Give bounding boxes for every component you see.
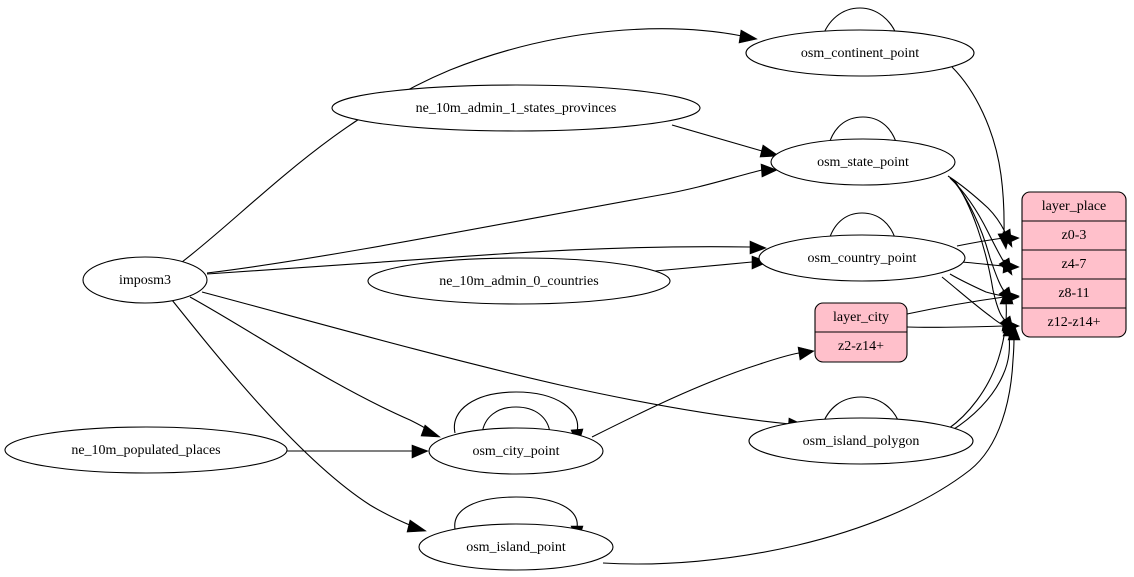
node-osm-island-point-label: osm_island_point <box>466 540 566 555</box>
table-layer-place-title: layer_place <box>1042 199 1107 214</box>
edge-osm-country-point-to-layer-place-z4-7 <box>961 259 1020 274</box>
node-osm-island-point[interactable]: osm_island_point <box>418 523 614 571</box>
table-layer: layer_place z0-3 z4-7 z8-11 z12-z14+ lay… <box>814 191 1127 363</box>
table-layer-place-row-z12-z14[interactable]: z12-z14+ <box>1048 315 1101 330</box>
node-osm-island-polygon[interactable]: osm_island_polygon <box>748 417 974 465</box>
edge-osm-continent-point-to-layer-place-z0-3 <box>951 66 1011 250</box>
node-ne-states-label: ne_10m_admin_1_states_provinces <box>416 101 617 116</box>
edge-ne-states-to-osm-state-point <box>671 124 780 158</box>
edge-imposm3-to-osm-continent-point <box>181 28 758 263</box>
node-ne-10m-populated-places[interactable]: ne_10m_populated_places <box>4 426 288 474</box>
edge-imposm3-to-osm-state-point <box>206 163 778 274</box>
table-layer-city-row-z2-z14[interactable]: z2-z14+ <box>838 339 884 354</box>
node-ne-10m-admin-1-states-provinces[interactable]: ne_10m_admin_1_states_provinces <box>331 84 701 132</box>
edge-osm-island-polygon-to-layer-place-z8-11 <box>947 287 1013 430</box>
table-layer-city-title: layer_city <box>833 310 889 325</box>
node-osm-country-point-label: osm_country_point <box>808 251 917 266</box>
node-osm-city-point[interactable]: osm_city_point <box>428 427 604 475</box>
edge-osm-country-point-to-layer-place-z0-3 <box>956 231 1020 247</box>
node-osm-country-point[interactable]: osm_country_point <box>758 234 966 282</box>
node-imposm3[interactable]: imposm3 <box>82 256 208 304</box>
table-layer-place-row-z8-11[interactable]: z8-11 <box>1058 286 1089 301</box>
node-osm-island-polygon-label: osm_island_polygon <box>803 434 920 449</box>
table-layer-place[interactable]: layer_place z0-3 z4-7 z8-11 z12-z14+ <box>1021 191 1127 338</box>
table-layer-place-row-z0-3[interactable]: z0-3 <box>1062 228 1087 243</box>
node-osm-state-point-label: osm_state_point <box>817 155 909 170</box>
edge-imposm3-to-osm-city-point <box>189 296 441 438</box>
node-osm-continent-point[interactable]: osm_continent_point <box>745 29 975 77</box>
node-ne-10m-admin-0-countries[interactable]: ne_10m_admin_0_countries <box>367 257 671 305</box>
edge-osm-island-polygon-to-layer-place-z12-z14 <box>950 319 1016 432</box>
node-ne-countries-label: ne_10m_admin_0_countries <box>439 274 598 289</box>
edge-ne-populated-to-osm-city-point <box>287 444 429 459</box>
node-layer: imposm3 ne_10m_admin_1_states_provinces … <box>4 29 975 571</box>
table-layer-city[interactable]: layer_city z2-z14+ <box>814 302 908 363</box>
node-osm-state-point[interactable]: osm_state_point <box>770 138 956 186</box>
edge-imposm3-to-osm-island-point <box>171 299 427 533</box>
node-ne-populated-label: ne_10m_populated_places <box>71 443 220 458</box>
node-osm-continent-point-label: osm_continent_point <box>801 46 919 61</box>
edge-imposm3-to-osm-country-point <box>206 240 767 275</box>
table-layer-place-row-z4-7[interactable]: z4-7 <box>1062 257 1087 272</box>
edge-imposm3-to-osm-island-polygon <box>201 291 807 431</box>
node-osm-city-point-label: osm_city_point <box>472 444 559 459</box>
edge-osm-island-point-to-layer-place-z12-z14 <box>602 323 1021 565</box>
node-imposm3-label: imposm3 <box>119 273 171 288</box>
edge-ne-countries-to-osm-country-point <box>654 255 769 272</box>
edge-osm-city-point-to-layer-city-z2-z14 <box>591 346 815 438</box>
